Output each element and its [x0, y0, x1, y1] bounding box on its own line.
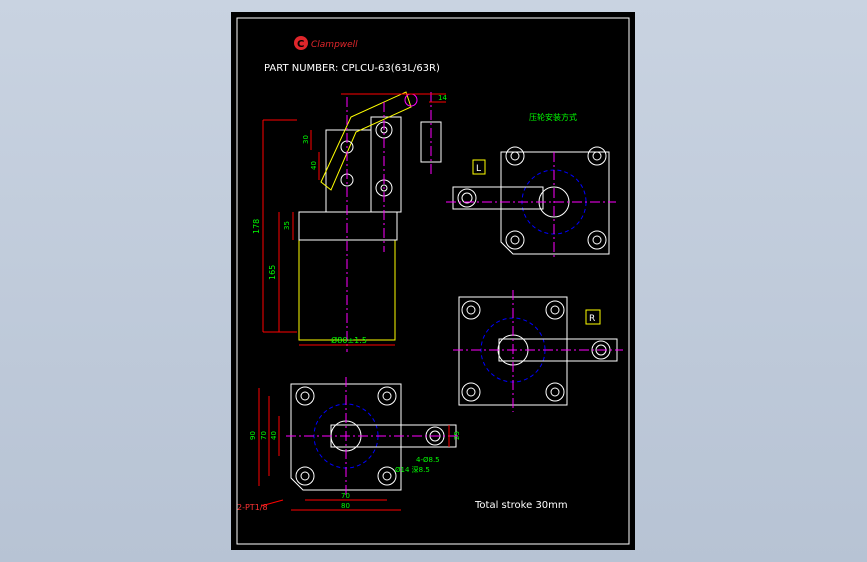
- holes-spec: 4-Ø8.5: [416, 456, 440, 464]
- clamp-body: [325, 129, 372, 213]
- cylinder-flange: [298, 211, 398, 241]
- dim-40: 40: [310, 161, 318, 170]
- pressure-bolt: [420, 121, 442, 163]
- clamp-arm: [320, 91, 412, 191]
- view-l-tag-box: [472, 159, 486, 175]
- part-number: PART NUMBER: CPLCU-63(63L/63R): [264, 63, 440, 74]
- dim-bottom-80: 80: [341, 502, 350, 510]
- brand-logo: C Clampwell: [294, 36, 358, 50]
- view-l-tag: L: [476, 164, 481, 174]
- drawing-sheet: C Clampwell PART NUMBER: CPLCU-63(63L/63…: [231, 12, 635, 550]
- dim-90: 90: [249, 431, 257, 440]
- l-base-plate: [500, 151, 610, 255]
- view-l: 压轮安装方式 L: [446, 112, 616, 257]
- bottom-view: 90 70 40 70 80 25 4-Ø8.5 Ø14 深8.5 2-PT1/…: [237, 377, 461, 512]
- dim-30: 30: [302, 135, 310, 144]
- mount-note: 压轮安装方式: [529, 112, 577, 122]
- dim-35: 35: [283, 221, 291, 230]
- side-view: 178 165 35 30 40 14 Ø80±1.5: [252, 91, 447, 352]
- counterbore-spec: Ø14 深8.5: [395, 465, 430, 474]
- dim-25: 25: [453, 431, 461, 440]
- drawing-border: [236, 17, 630, 545]
- clamp-post: [370, 116, 402, 213]
- logo-mark: [294, 36, 308, 50]
- total-stroke: Total stroke 30mm: [474, 500, 568, 511]
- view-r-tag-box: [585, 309, 601, 325]
- dim-70: 70: [260, 431, 268, 440]
- dim-14: 14: [438, 94, 447, 102]
- logo-letter: C: [297, 39, 304, 50]
- view-r-tag: R: [589, 314, 595, 324]
- view-r: R: [453, 290, 623, 412]
- port-label: 2-PT1/8: [237, 503, 268, 512]
- drawing-canvas: C Clampwell PART NUMBER: CPLCU-63(63L/63…: [236, 17, 630, 545]
- dim-bottom-70: 70: [341, 492, 350, 500]
- dim-178: 178: [252, 219, 261, 234]
- bottom-plate: [290, 383, 402, 491]
- dim-diameter: Ø80±1.5: [331, 335, 367, 345]
- dim-40b: 40: [270, 431, 278, 440]
- l-arm: [452, 186, 544, 210]
- logo-text: Clampwell: [311, 40, 358, 50]
- dim-165: 165: [268, 265, 277, 280]
